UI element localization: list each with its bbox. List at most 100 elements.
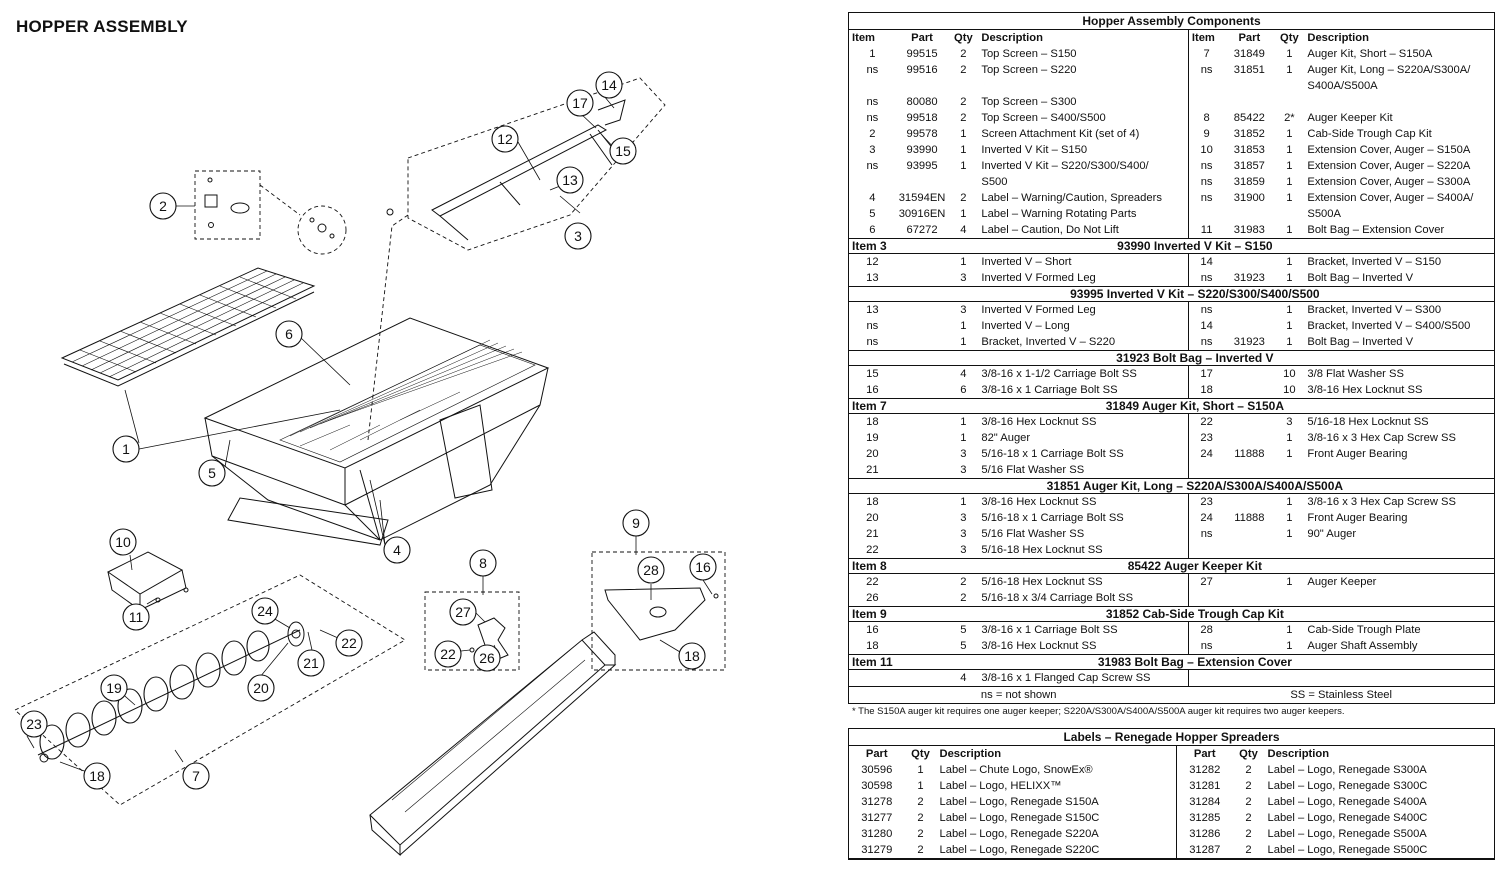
- callout-3: 3: [574, 228, 582, 244]
- table-cell: ns: [1200, 272, 1213, 284]
- auger-drawing: [37, 621, 305, 763]
- inverted-v-drawing: [431, 99, 626, 241]
- table-cell: 1: [1286, 496, 1293, 508]
- table-cell: 3: [1286, 416, 1293, 428]
- section-item-label: Item 8: [848, 558, 896, 574]
- callout-4: 4: [393, 542, 401, 558]
- table-cell: 99516: [906, 64, 938, 76]
- bottom-rule: [848, 859, 1495, 860]
- components-table: Hopper Assembly Components Item Part Qty…: [848, 12, 1495, 704]
- section-item-label: Item 11: [848, 654, 896, 670]
- table-cell: Label – Logo, Renegade S150C: [936, 810, 1177, 826]
- table-cell: Auger Shaft Assembly: [1307, 640, 1418, 652]
- table-cell: [1274, 78, 1304, 94]
- callout-18a: 18: [684, 648, 700, 664]
- col-description: Description: [978, 29, 1189, 46]
- table-cell: [978, 78, 1189, 94]
- table-cell: 28: [1200, 624, 1213, 636]
- table-cell: Extension Cover, Auger – S300A: [1307, 176, 1471, 188]
- section-title: 85422 Auger Keeper Kit: [895, 558, 1495, 574]
- table-cell: 12: [866, 256, 879, 268]
- table-cell: 31287: [1189, 844, 1221, 856]
- table-cell: Bolt Bag – Inverted V: [1307, 272, 1414, 284]
- table-cell: 3/8-16 x 1-1/2 Carriage Bolt SS: [978, 365, 1189, 382]
- table-cell: 3/8-16 Hex Locknut SS: [978, 638, 1189, 655]
- table-cell: [1224, 574, 1274, 591]
- table-cell: 1: [1286, 48, 1293, 60]
- table-cell: Top Screen – S400/S500: [978, 110, 1189, 126]
- table-cell: 1: [1286, 432, 1293, 444]
- table-cell: Label – Logo, Renegade S150A: [936, 794, 1177, 810]
- table-cell: Label – Logo, Renegade S500A: [1267, 828, 1427, 840]
- table-cell: 7: [1203, 48, 1210, 60]
- table-cell: 21: [866, 464, 879, 476]
- table-cell: 99578: [906, 128, 938, 140]
- callout-7: 7: [192, 768, 200, 784]
- table-cell: [1224, 414, 1274, 431]
- table-cell: 24: [1200, 512, 1213, 524]
- table-cell: 22: [866, 576, 879, 588]
- table-cell: 3: [869, 144, 876, 156]
- table-cell: Bracket, Inverted V – S400/S500: [1307, 320, 1471, 332]
- table-cell: 3: [960, 304, 967, 316]
- table-cell: Top Screen – S150: [978, 46, 1189, 62]
- table-cell: [1274, 462, 1304, 479]
- table-cell: Label – Logo, Renegade S400C: [1267, 812, 1428, 824]
- table-cell: [896, 622, 949, 639]
- table-cell: Inverted V Formed Leg: [978, 301, 1189, 318]
- table-cell: 14: [1200, 320, 1213, 332]
- table-cell: Front Auger Bearing: [1307, 512, 1408, 524]
- table-cell: 18: [866, 496, 879, 508]
- table-cell: 4: [960, 672, 967, 684]
- col-qty: Qty: [911, 748, 930, 760]
- table-cell: 10: [1200, 144, 1213, 156]
- table-cell: 1: [960, 496, 967, 508]
- table-cell: 31853: [1233, 144, 1265, 156]
- table-cell: Label – Logo, Renegade S500C: [1267, 844, 1428, 856]
- table-cell: 18: [866, 640, 879, 652]
- table-cell: 16: [866, 384, 879, 396]
- table-cell: 3/8-16 x 3 Hex Cap Screw SS: [1307, 496, 1456, 508]
- table-cell: [1188, 94, 1224, 110]
- exploded-parts-diagram: 1 2 3 4 5 6 7 8 9 10 11 12 13 14 15 16 1…: [14, 71, 726, 857]
- table-cell: 17: [1200, 368, 1213, 380]
- table-cell: Auger Keeper Kit: [1307, 112, 1393, 124]
- table-cell: ns: [866, 336, 879, 348]
- table-cell: [1304, 94, 1494, 110]
- table-cell: 67272: [906, 224, 938, 236]
- table-cell: 1: [1286, 64, 1293, 76]
- table-cell: ns: [1200, 336, 1213, 348]
- labels-header-row: Part Qty Description Part Qty Descriptio…: [849, 745, 1495, 762]
- table-cell: 1: [1286, 160, 1293, 172]
- table-cell: Inverted V Kit – S220/S300/S400/: [978, 158, 1189, 174]
- col-item-2: Item: [1191, 32, 1215, 44]
- table-cell: 4: [960, 368, 967, 380]
- table-cell: 3: [960, 512, 967, 524]
- section-title: 31852 Cab-Side Trough Cap Kit: [895, 606, 1495, 622]
- table-cell: ns: [866, 112, 879, 124]
- table-cell: [896, 462, 949, 479]
- table-cell: Label – Logo, HELIXX™: [936, 778, 1177, 794]
- table-cell: Extension Cover, Auger – S150A: [1307, 144, 1471, 156]
- table-cell: 31277: [861, 812, 893, 824]
- table-cell: [1188, 590, 1224, 607]
- table-cell: Inverted V Kit – S150: [978, 142, 1189, 158]
- table-cell: Inverted V Formed Leg: [978, 270, 1189, 287]
- table-cell: ns: [1200, 640, 1213, 652]
- table-cell: 2: [917, 828, 924, 840]
- table-cell: 2: [960, 576, 967, 588]
- table-cell: Bracket, Inverted V – S300: [1307, 304, 1442, 316]
- table-cell: [1224, 382, 1274, 399]
- table-cell: 5: [869, 208, 876, 220]
- table-cell: Label – Caution, Do Not Lift: [978, 222, 1189, 239]
- table-cell: 3/8-16 x 1 Flanged Cap Screw SS: [978, 669, 1189, 687]
